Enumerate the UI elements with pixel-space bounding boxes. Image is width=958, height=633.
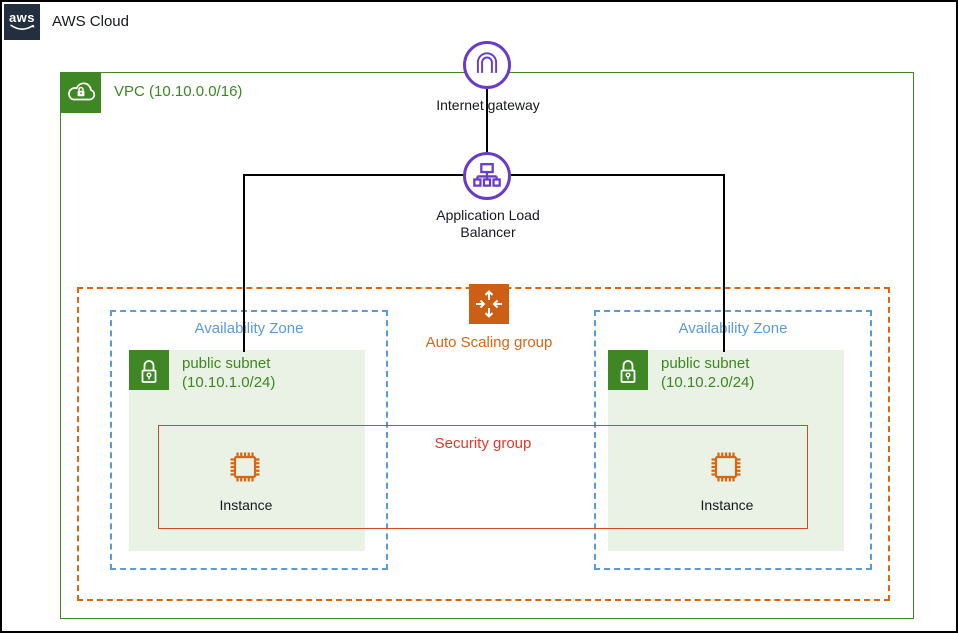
instance-label: Instance xyxy=(219,497,273,513)
load-balancer-label-line1: Application Load xyxy=(436,207,540,223)
vpc-label: VPC (10.10.0.0/16) xyxy=(114,83,243,100)
aws-smile-icon xyxy=(10,23,35,30)
public-subnet-icon xyxy=(608,350,648,390)
subnet-name: public subnet xyxy=(182,355,271,372)
connector-alb-right-h xyxy=(510,174,725,176)
availability-zone-right: Availability Zone xyxy=(594,310,872,570)
security-group-box: Security group xyxy=(158,425,808,529)
vpc-icon xyxy=(61,73,101,113)
connector-alb-right-v xyxy=(723,174,725,352)
auto-scaling-icon xyxy=(469,284,509,324)
load-balancer-icon xyxy=(463,152,511,200)
public-subnet-label: public subnet (10.10.1.0/24) xyxy=(182,354,275,392)
aws-cloud-title: AWS Cloud xyxy=(52,13,129,30)
connector-alb-left-v xyxy=(243,174,245,352)
availability-zone-left: Availability Zone xyxy=(110,310,388,570)
internet-gateway-icon xyxy=(463,41,511,89)
load-balancer-label-line2: Balancer xyxy=(460,224,516,240)
subnet-cidr: (10.10.1.0/24) xyxy=(182,374,276,391)
availability-zone-label: Availability Zone xyxy=(194,320,304,337)
instance-label: Instance xyxy=(700,497,754,513)
internet-gateway-label: Internet gateway xyxy=(436,97,540,113)
security-group-label: Security group xyxy=(434,435,532,452)
public-subnet-icon xyxy=(129,350,169,390)
instance-icon xyxy=(704,445,748,489)
instance-icon xyxy=(223,445,267,489)
subnet-name: public subnet xyxy=(661,355,750,372)
public-subnet-label: public subnet (10.10.2.0/24) xyxy=(661,354,754,392)
connector-ig-to-alb xyxy=(486,89,488,153)
connector-alb-left-h xyxy=(243,174,464,176)
aws-logo-text: aws xyxy=(8,9,36,25)
load-balancer-label: Application Load Balancer xyxy=(436,207,540,241)
subnet-cidr: (10.10.2.0/24) xyxy=(661,374,755,391)
aws-logo-icon: aws xyxy=(4,4,40,40)
auto-scaling-label: Auto Scaling group xyxy=(425,334,553,351)
availability-zone-label: Availability Zone xyxy=(678,320,788,337)
